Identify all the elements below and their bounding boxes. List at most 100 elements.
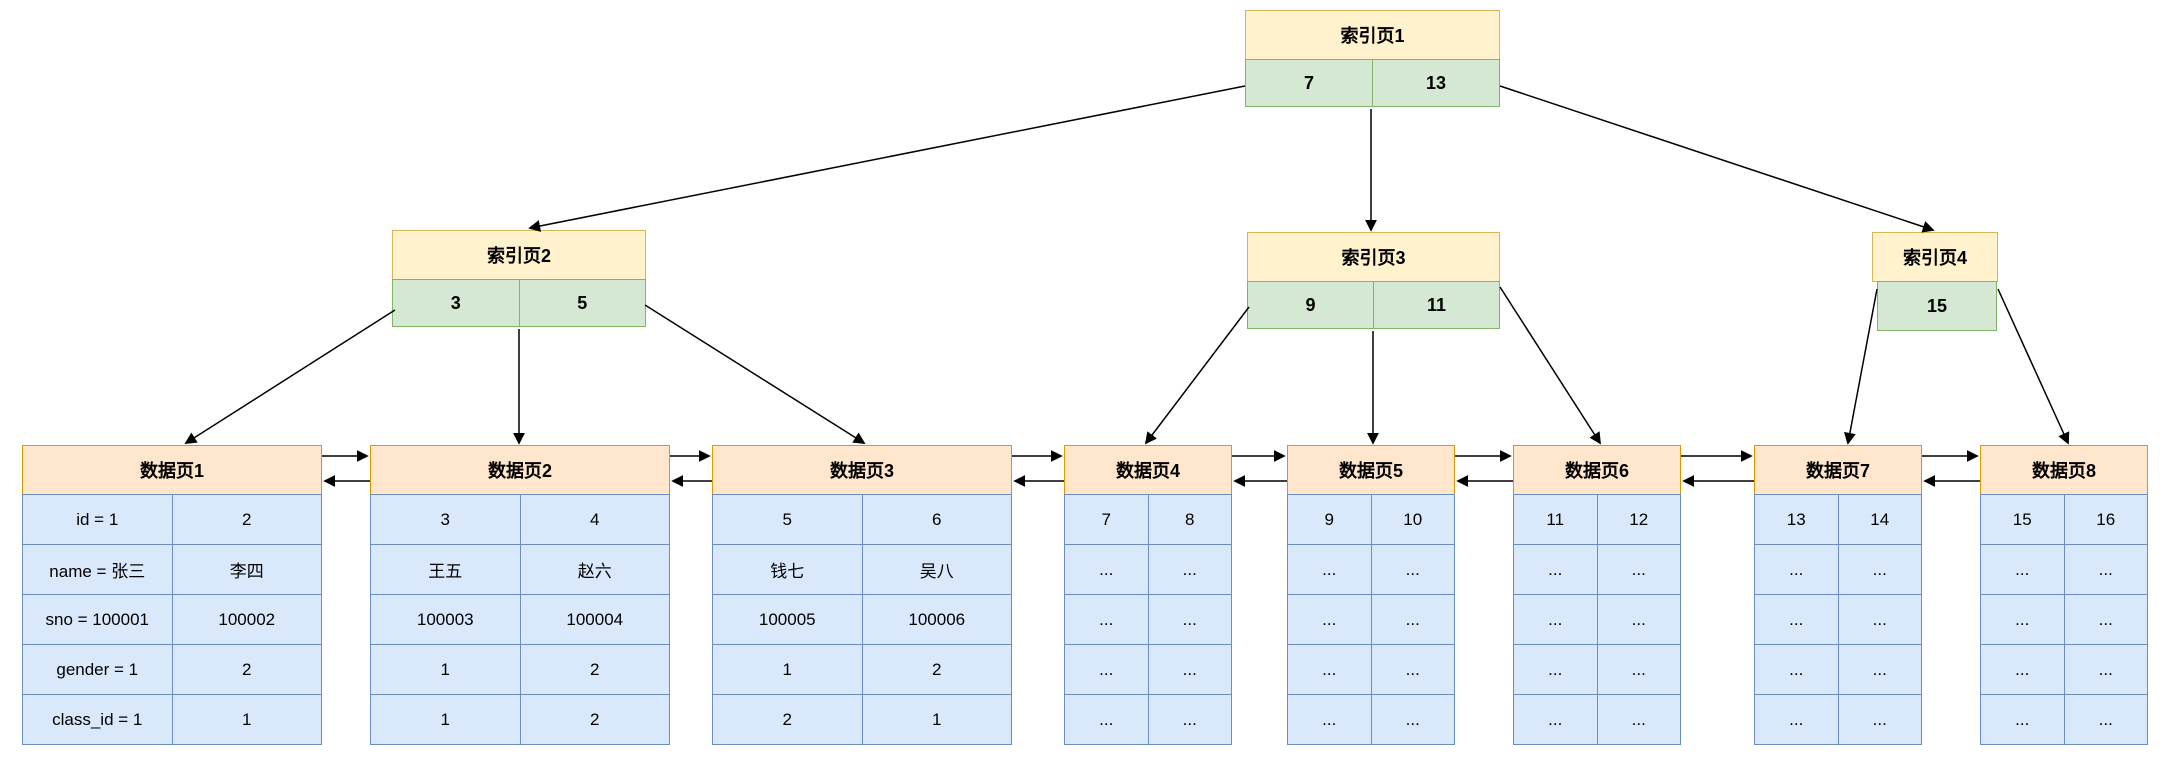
data-cell: 100002: [172, 595, 321, 644]
data-cell: ...: [1981, 695, 2064, 744]
data-cell: ...: [1755, 595, 1838, 644]
index-key-row: 15: [1877, 281, 1997, 331]
data-page-title: 数据页3: [712, 445, 1012, 495]
index-key-cell: 15: [1878, 282, 1996, 330]
index-key-cell: 7: [1246, 60, 1372, 106]
data-cell: 2: [172, 645, 321, 694]
data-page-title: 数据页4: [1064, 445, 1232, 495]
data-cell: 10: [1371, 495, 1454, 544]
edge-index2-to-data1: [184, 309, 396, 444]
data-cell: ...: [1597, 595, 1680, 644]
data-cell: ...: [1981, 645, 2064, 694]
data-cell: 9: [1288, 495, 1371, 544]
data-cell: 钱七: [713, 545, 862, 594]
data-page-title: 数据页6: [1513, 445, 1681, 495]
data-cell: ...: [1838, 695, 1921, 744]
data-cell: 2: [862, 645, 1011, 694]
data-cell: ...: [1514, 695, 1597, 744]
data-cell: ...: [1514, 645, 1597, 694]
data-cell: id = 1: [23, 495, 172, 544]
index-key-cell: 5: [519, 280, 645, 326]
data-cell: 1: [371, 645, 520, 694]
data-cell: ...: [1371, 545, 1454, 594]
index-page-title: 索引页3: [1247, 232, 1500, 282]
data-cell: ...: [1597, 645, 1680, 694]
data-cell: ...: [1838, 595, 1921, 644]
data-cell: ...: [1371, 645, 1454, 694]
data-cell: ...: [1148, 695, 1231, 744]
data-cell: 1: [172, 695, 321, 744]
data-cell: ...: [1597, 545, 1680, 594]
edge-index1-to-index4: [1499, 85, 1935, 233]
data-cell: 16: [2064, 495, 2147, 544]
data-cell: 吴八: [862, 545, 1011, 594]
data-cell: ...: [1065, 545, 1148, 594]
index-page-title: 索引页1: [1245, 10, 1500, 60]
edge-index2-to-data3: [644, 304, 866, 444]
index-page-title: 索引页2: [392, 230, 646, 280]
data-cell: 12: [1597, 495, 1680, 544]
data-cell: 2: [520, 695, 669, 744]
data-cell: ...: [1755, 695, 1838, 744]
data-page-title: 数据页5: [1287, 445, 1455, 495]
data-cell: ...: [1065, 645, 1148, 694]
data-cell: 11: [1514, 495, 1597, 544]
data-page-title: 数据页8: [1980, 445, 2148, 495]
data-page-title: 数据页2: [370, 445, 670, 495]
data-cell: 2: [713, 695, 862, 744]
edge-index3-to-data6: [1499, 286, 1601, 445]
data-cell: 100006: [862, 595, 1011, 644]
edge-index3-to-data4: [1144, 306, 1250, 445]
data-cell: gender = 1: [23, 645, 172, 694]
data-cell: name = 张三: [23, 545, 172, 594]
data-cell: ...: [1981, 545, 2064, 594]
index-key-cell: 3: [393, 280, 519, 326]
data-cell: ...: [1597, 695, 1680, 744]
index-page-title: 索引页4: [1872, 232, 1998, 282]
data-cell: 王五: [371, 545, 520, 594]
data-cell: 李四: [172, 545, 321, 594]
data-cell: class_id = 1: [23, 695, 172, 744]
data-cell: 3: [371, 495, 520, 544]
data-cell: 7: [1065, 495, 1148, 544]
data-cell: 14: [1838, 495, 1921, 544]
data-page-title: 数据页7: [1754, 445, 1922, 495]
index-page-4: 索引页4 15: [1872, 232, 1998, 331]
data-cell: ...: [1065, 595, 1148, 644]
data-cell: 2: [520, 645, 669, 694]
data-cell: ...: [1288, 595, 1371, 644]
data-cell: 8: [1148, 495, 1231, 544]
data-cell: 1: [713, 645, 862, 694]
data-cell: ...: [1371, 595, 1454, 644]
index-key-cell: 11: [1374, 282, 1499, 328]
data-cell: sno = 100001: [23, 595, 172, 644]
data-cell: ...: [1065, 695, 1148, 744]
data-cell: ...: [1288, 545, 1371, 594]
data-cell: ...: [1838, 645, 1921, 694]
data-cell: 100003: [371, 595, 520, 644]
data-cell: ...: [1755, 645, 1838, 694]
data-cell: ...: [1514, 595, 1597, 644]
data-cell: 6: [862, 495, 1011, 544]
data-cell: ...: [1981, 595, 2064, 644]
data-cell: ...: [1838, 545, 1921, 594]
edge-index1-to-index2: [528, 85, 1246, 232]
